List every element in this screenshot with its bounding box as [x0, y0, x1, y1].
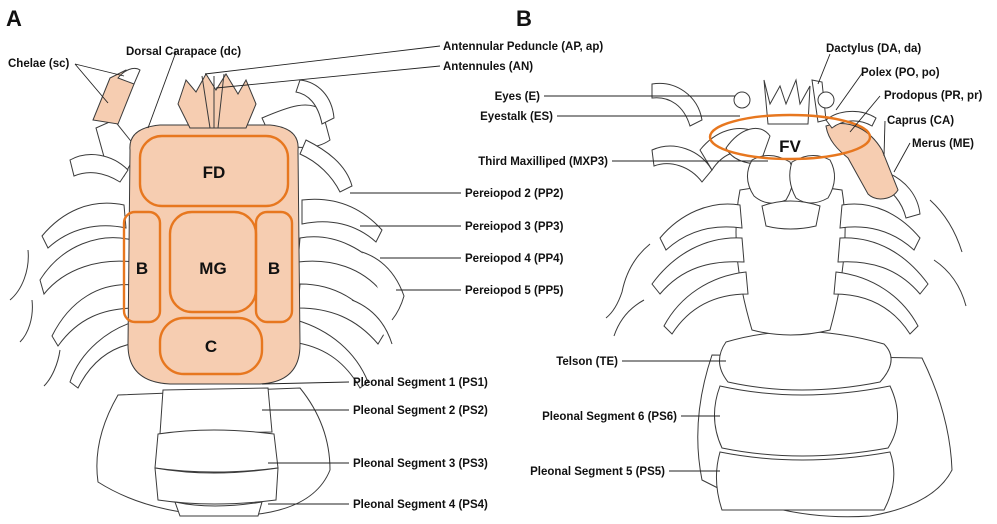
label-third-maxilliped: Third Maxilliped (MXP3) — [478, 156, 608, 168]
region-b-right: B — [268, 259, 280, 278]
label-pleonal-segment-5: Pleonal Segment 5 (PS5) — [530, 466, 665, 478]
region-fv: FV — [779, 137, 801, 156]
label-pereiopod-4: Pereiopod 4 (PP4) — [465, 253, 564, 265]
label-merus: Merus (ME) — [912, 138, 974, 150]
label-pleonal-segment-1: Pleonal Segment 1 (PS1) — [353, 377, 488, 389]
label-pleonal-segment-2: Pleonal Segment 2 (PS2) — [353, 405, 488, 417]
label-prodopus: Prodopus (PR, pr) — [884, 90, 983, 102]
region-c: C — [205, 337, 217, 356]
label-telson: Telson (TE) — [556, 356, 618, 368]
label-polex: Polex (PO, po) — [861, 67, 940, 79]
label-pleonal-segment-3: Pleonal Segment 3 (PS3) — [353, 458, 488, 470]
label-antennules: Antennules (AN) — [443, 61, 533, 73]
label-eyes: Eyes (E) — [495, 91, 541, 103]
region-fd: FD — [203, 163, 226, 182]
label-pereiopod-2: Pereiopod 2 (PP2) — [465, 188, 564, 200]
label-antennular-peduncle: Antennular Peduncle (AP, ap) — [443, 41, 603, 53]
label-dorsal-carapace: Dorsal Carapace (dc) — [126, 46, 241, 58]
panel-b-letter: B — [516, 6, 532, 31]
panel-a-drawing — [10, 68, 404, 516]
label-pleonal-segment-6: Pleonal Segment 6 (PS6) — [542, 411, 677, 423]
label-dactylus: Dactylus (DA, da) — [826, 43, 921, 55]
label-eyestalk: Eyestalk (ES) — [480, 111, 553, 123]
label-pereiopod-3: Pereiopod 3 (PP3) — [465, 221, 564, 233]
panel-a-letter: A — [6, 6, 22, 31]
region-mg: MG — [199, 259, 226, 278]
label-pleonal-segment-4: Pleonal Segment 4 (PS4) — [353, 499, 488, 511]
label-chelae: Chelae (sc) — [8, 58, 70, 70]
region-b-left: B — [136, 259, 148, 278]
label-pereiopod-5: Pereiopod 5 (PP5) — [465, 285, 564, 297]
label-caprus: Caprus (CA) — [887, 115, 954, 127]
